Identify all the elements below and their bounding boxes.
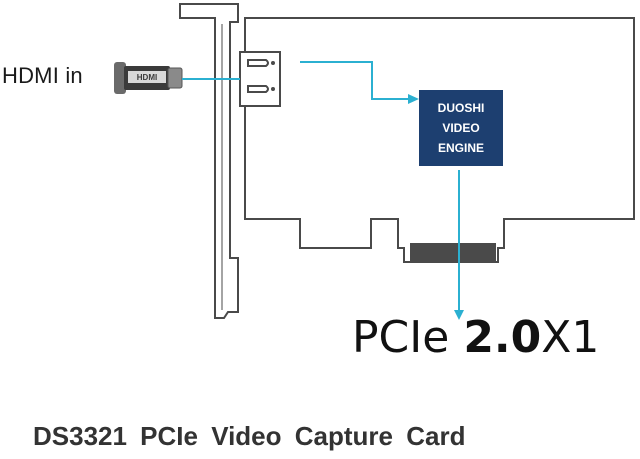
engine-label-line3: ENGINE <box>437 141 484 155</box>
pcie-interface-label: PCIe 2.0X1 <box>352 312 599 363</box>
circuit-board <box>244 17 635 263</box>
video-engine-chip <box>419 90 503 166</box>
pcie-version: 2.0 <box>463 312 542 363</box>
engine-label-line1: DUOSHI <box>437 101 485 115</box>
hdmi-port <box>239 51 281 107</box>
engine-label-line2: VIDEO <box>442 121 480 135</box>
pcie-prefix: PCIe <box>352 312 450 363</box>
pcie-lanes: X1 <box>541 312 600 363</box>
arrow-to-engine-icon <box>408 94 419 104</box>
hdmi-connector-text: HDMI <box>137 73 157 82</box>
pcie-bracket <box>179 3 239 319</box>
arrow-to-pcie-icon <box>454 310 464 320</box>
engine-label: DUOSHI VIDEO ENGINE <box>419 90 503 166</box>
hdmi-input-label: HDMI in <box>2 63 83 88</box>
gold-finger-contacts <box>410 243 496 262</box>
signal-lines <box>182 61 460 314</box>
product-caption: DS3321 PCIe Video Capture Card <box>33 421 466 451</box>
hdmi-cable-plug: HDMI <box>114 62 183 94</box>
